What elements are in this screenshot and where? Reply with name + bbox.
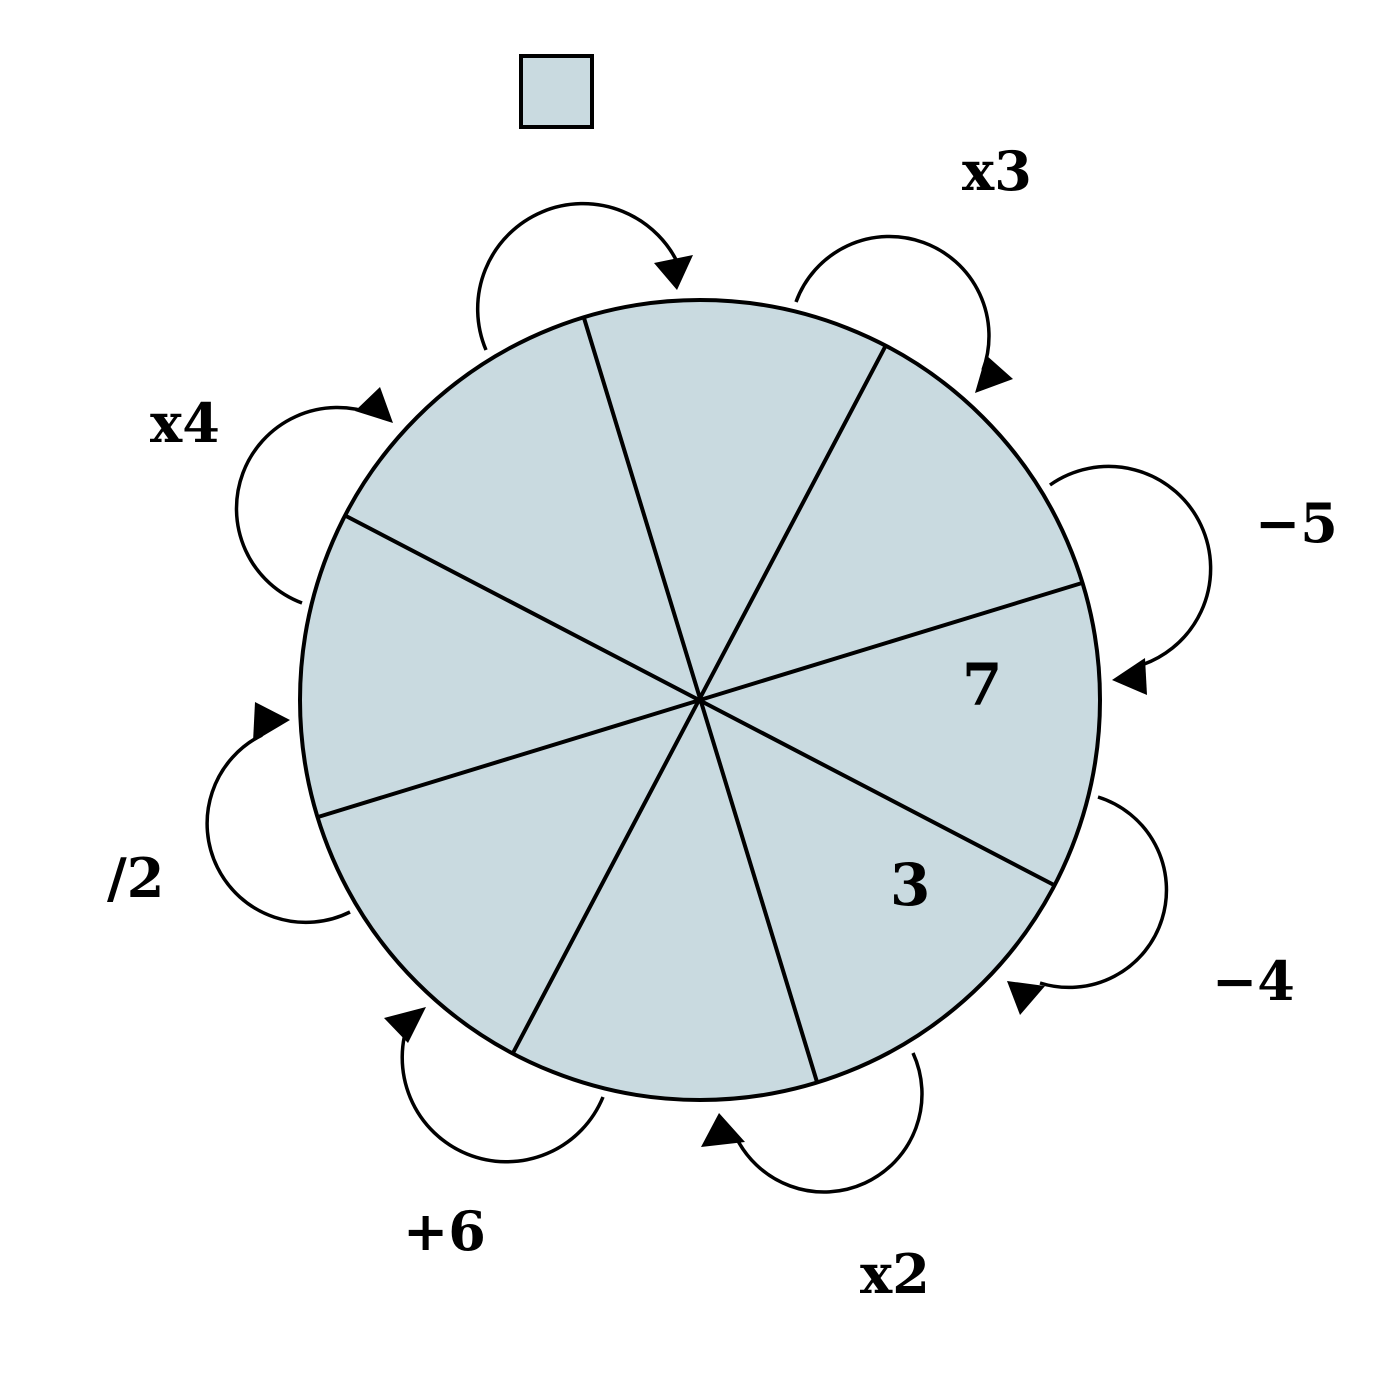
op-label-divide-2: /2	[107, 846, 164, 910]
cycle-arrowhead	[355, 387, 393, 423]
cycle-arrow-arc	[205, 733, 351, 925]
cycle-arrowhead	[654, 255, 693, 290]
op-label-times-3: x3	[962, 139, 1032, 203]
cycle-arrowhead	[1112, 658, 1147, 695]
cycle-arrowhead	[1007, 981, 1045, 1015]
cycle-arrowhead	[975, 355, 1013, 393]
op-label-times-2: x2	[860, 1242, 930, 1306]
op-label-minus-5: −5	[1255, 491, 1338, 555]
sector-value-lower-right: 3	[890, 851, 930, 919]
cycle-arrows	[205, 202, 1213, 1194]
cycle-arrowhead	[384, 1007, 426, 1043]
cycle-arrow-arc	[234, 405, 374, 605]
cycle-arrow-arc	[1048, 464, 1213, 669]
cycle-arrow-arc	[475, 202, 682, 351]
answer-box[interactable]	[519, 54, 594, 129]
sector-values: 7 3	[890, 651, 1002, 919]
cycle-arrow-arc	[1039, 795, 1169, 990]
op-label-minus-4: −4	[1212, 949, 1295, 1013]
sector-value-right: 7	[962, 651, 1002, 719]
cycle-arrowhead	[253, 702, 290, 742]
op-label-plus-6: +6	[403, 1199, 486, 1263]
cycle-arrow-arc	[794, 234, 991, 371]
operation-labels: x3 −5 −4 x2 +6 /2 x4	[107, 139, 1338, 1306]
cycle-arrow-arc	[400, 1017, 605, 1164]
op-label-times-4: x4	[150, 391, 220, 455]
spoke	[344, 514, 1056, 887]
cycle-arrow-arc	[733, 1052, 924, 1194]
cycle-arrowhead	[701, 1113, 745, 1147]
wheel-spokes	[316, 316, 1084, 1084]
